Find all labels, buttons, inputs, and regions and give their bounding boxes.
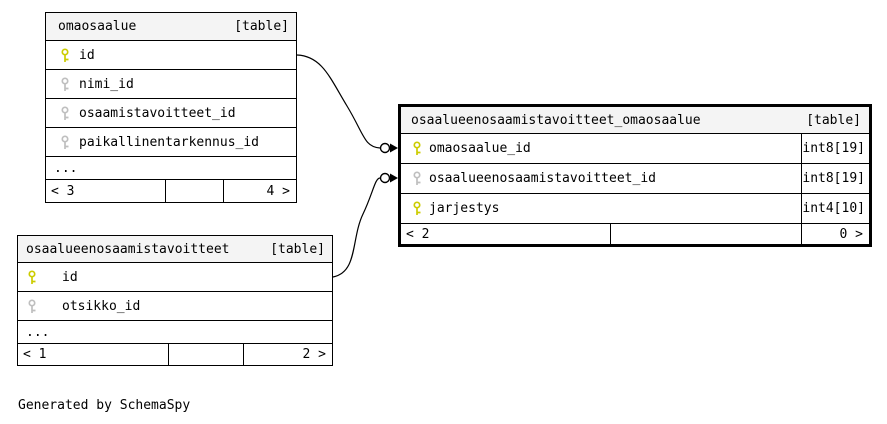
- generated-by-caption: Generated by SchemaSpy: [18, 398, 191, 413]
- column-row: paikallinentarkennus_id: [46, 127, 296, 156]
- footer-parents-count: < 3: [51, 183, 75, 199]
- column-name: nimi_id: [79, 76, 134, 92]
- foreign-key-icon: [411, 171, 423, 186]
- connector-circle-endpoint: [379, 142, 391, 154]
- column-name: osaalueenosaamistavoitteet_id: [429, 171, 656, 186]
- footer-spacer-cell: [165, 180, 223, 202]
- table-badge: [table]: [270, 241, 325, 257]
- table-name: osaalueenosaamistavoitteet: [26, 241, 230, 257]
- table-node-osaalueenosaamistavoitteet: osaalueenosaamistavoitteet [table] id ot…: [17, 235, 333, 366]
- footer-parents-count: < 1: [23, 347, 47, 362]
- column-row: id: [46, 40, 296, 69]
- column-row: jarjestys int4[10]: [401, 193, 869, 223]
- column-name: otsikko_id: [62, 298, 141, 314]
- column-type: int4[10]: [801, 194, 869, 223]
- primary-key-icon: [411, 141, 423, 156]
- column-name: paikallinentarkennus_id: [79, 134, 260, 150]
- primary-key-icon: [411, 201, 423, 216]
- column-name: osaamistavoitteet_id: [79, 105, 236, 121]
- column-type: int8[19]: [801, 134, 869, 163]
- connector-arrowhead-icon: [390, 143, 398, 153]
- column-row: nimi_id: [46, 69, 296, 98]
- footer-spacer-cell: [610, 224, 801, 244]
- primary-key-icon: [59, 47, 71, 63]
- connector-path: [332, 177, 381, 278]
- relationship-omaosaalue: [296, 54, 398, 154]
- more-columns-ellipsis: ...: [18, 320, 332, 343]
- footer-parents-count: < 2: [406, 226, 430, 242]
- connector-arrowhead-icon: [390, 173, 398, 183]
- foreign-key-icon: [59, 76, 71, 92]
- more-columns-ellipsis: ...: [46, 156, 296, 179]
- table-footer: < 3 4 >: [46, 179, 296, 202]
- table-badge: [table]: [234, 19, 289, 34]
- column-type: int8[19]: [801, 164, 869, 193]
- column-name: id: [79, 47, 95, 63]
- table-node-osaalueenosaamistavoitteet-omaosaalue: osaalueenosaamistavoitteet_omaosaalue [t…: [398, 104, 872, 247]
- column-row: osaamistavoitteet_id: [46, 98, 296, 127]
- table-name: osaalueenosaamistavoitteet_omaosaalue: [411, 112, 701, 128]
- relationship-osaalueenosaamistavoitteet: [332, 172, 398, 278]
- foreign-key-icon: [26, 298, 38, 314]
- footer-spacer-cell: [168, 344, 243, 365]
- table-node-omaosaalue: omaosaalue [table] id nimi_id osaamistav…: [45, 12, 297, 203]
- table-header[interactable]: omaosaalue [table]: [46, 13, 296, 40]
- connector-path: [296, 54, 381, 149]
- table-footer: < 2 0 >: [401, 223, 869, 244]
- footer-children-count: 2 >: [243, 344, 332, 365]
- column-row: id: [18, 262, 332, 291]
- foreign-key-icon: [59, 105, 71, 121]
- column-row: otsikko_id: [18, 291, 332, 320]
- table-footer: < 1 2 >: [18, 343, 332, 365]
- column-row: osaalueenosaamistavoitteet_id int8[19]: [401, 163, 869, 193]
- footer-children-count: 4 >: [223, 180, 296, 202]
- table-name: omaosaalue: [58, 19, 137, 34]
- table-header[interactable]: osaalueenosaamistavoitteet_omaosaalue [t…: [401, 107, 869, 133]
- column-name: jarjestys: [429, 201, 500, 216]
- table-badge: [table]: [806, 112, 861, 128]
- footer-children-count: 0 >: [801, 224, 869, 244]
- foreign-key-icon: [59, 134, 71, 150]
- connector-circle-endpoint: [379, 172, 391, 184]
- primary-key-icon: [26, 269, 38, 285]
- column-name: id: [62, 269, 78, 285]
- table-header[interactable]: osaalueenosaamistavoitteet [table]: [18, 236, 332, 262]
- column-row: omaosaalue_id int8[19]: [401, 133, 869, 163]
- column-name: omaosaalue_id: [429, 141, 531, 156]
